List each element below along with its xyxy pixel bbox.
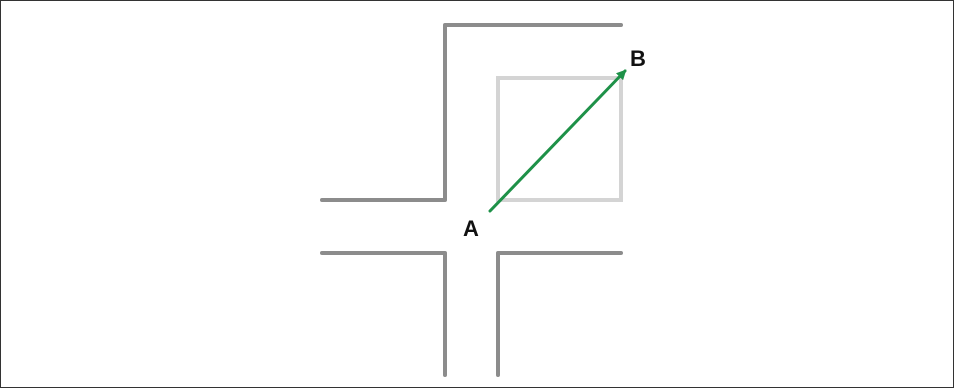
point-b-label: B xyxy=(630,46,646,71)
diagonal-move-square xyxy=(496,76,623,202)
point-a-label: A xyxy=(463,216,479,241)
wall-lower-right xyxy=(496,251,623,377)
path-arrow-a-to-b xyxy=(488,69,627,213)
wall-lower-left xyxy=(320,251,447,377)
wall-upper-left xyxy=(320,23,623,202)
